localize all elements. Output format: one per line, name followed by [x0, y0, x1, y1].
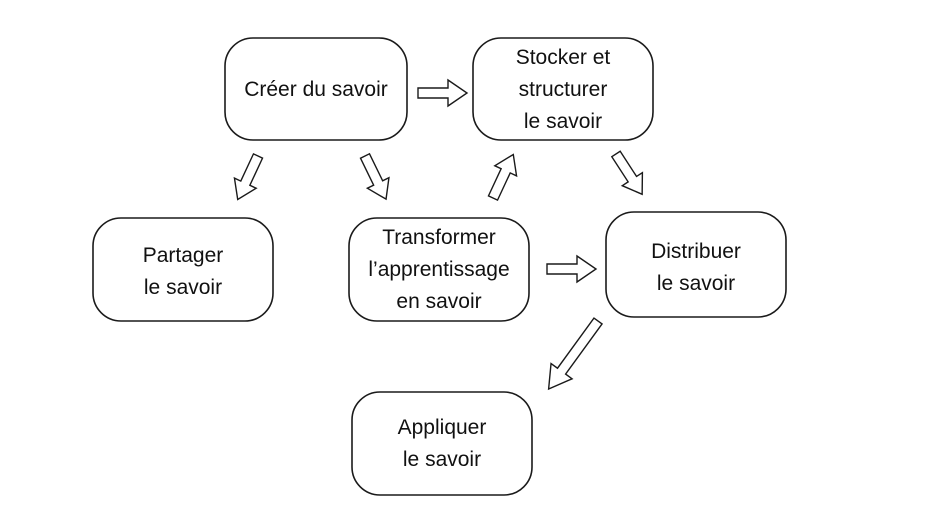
node-box	[351, 391, 533, 496]
node-creer-du-savoir: Créer du savoir	[224, 37, 408, 141]
node-label-line-2: le savoir	[403, 448, 481, 471]
arrow-stocker-to-distribuer	[610, 150, 644, 196]
node-label-line-3: le savoir	[524, 110, 602, 133]
node-box	[605, 211, 787, 318]
node-partager: Partager le savoir	[92, 217, 274, 322]
node-label-line-1: Appliquer	[398, 416, 487, 439]
arrow-transformer-to-distribuer	[546, 254, 598, 284]
node-label-line-1: Distribuer	[651, 240, 741, 263]
arrow-transformer-to-stocker	[487, 153, 518, 202]
node-distribuer: Distribuer le savoir	[605, 211, 787, 318]
node-appliquer: Appliquer le savoir	[351, 391, 533, 496]
arrow-creer-to-transformer	[359, 152, 390, 201]
node-stocker-structurer: Stocker et structurer le savoir	[472, 37, 654, 141]
node-label-line-1: Stocker et	[516, 46, 611, 69]
node-box	[92, 217, 274, 322]
node-label: Créer du savoir	[244, 78, 388, 101]
node-box	[472, 37, 654, 141]
node-label-line-2: le savoir	[657, 272, 735, 295]
node-box	[224, 37, 408, 141]
node-label-line-1: Transformer	[382, 226, 496, 249]
arrow-creer-to-stocker	[417, 78, 469, 108]
node-label-line-2: l’apprentissage	[368, 258, 509, 281]
node-label-line-1: Partager	[143, 244, 224, 267]
arrow-creer-to-partager	[233, 152, 264, 201]
node-label-line-3: en savoir	[396, 290, 481, 313]
arrow-distribuer-to-appliquer	[547, 317, 604, 391]
node-label-line-2: structurer	[519, 78, 608, 101]
node-box	[348, 217, 530, 322]
node-transformer: Transformer l’apprentissage en savoir	[348, 217, 530, 322]
node-label-line-2: le savoir	[144, 276, 222, 299]
